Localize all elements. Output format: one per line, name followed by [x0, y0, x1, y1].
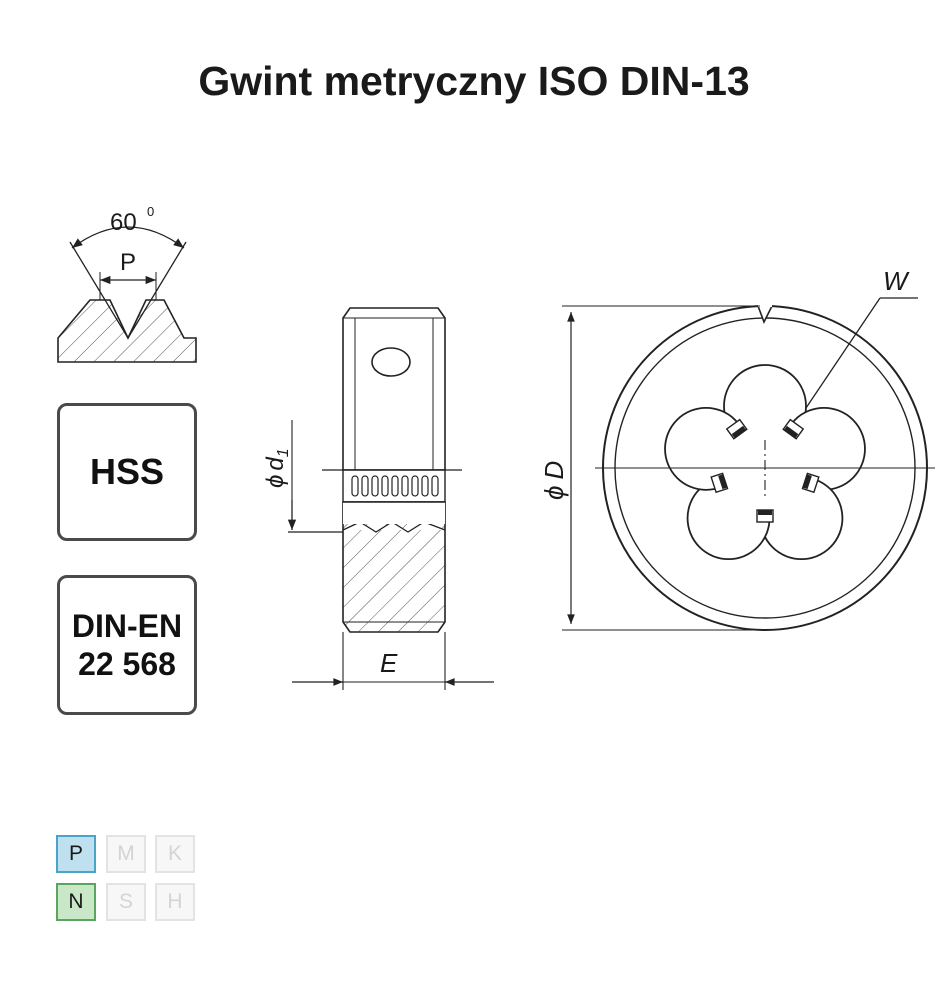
material-badge-label: HSS: [89, 451, 165, 492]
material-badge: HSS: [57, 403, 197, 541]
side-view-diagram: ϕd1 E: [262, 307, 494, 690]
thread-teeth: [351, 475, 439, 497]
pitch-label: P: [120, 249, 136, 276]
material-group-k: K: [155, 835, 195, 873]
standard-badge-line1: DIN-EN: [71, 608, 183, 644]
thread-tooth: [361, 475, 369, 497]
side-hole: [371, 347, 411, 377]
die-slot: [757, 305, 773, 324]
thread-tooth: [401, 475, 409, 497]
flank-line-right: [127, 241, 187, 339]
angle-arc: [71, 226, 185, 249]
material-group-n: N: [56, 883, 96, 921]
cutting-lobes: [664, 364, 866, 561]
cutting-edge: [802, 474, 812, 490]
d-label: ϕD: [539, 461, 569, 500]
w-label: W: [883, 266, 910, 296]
page-title: Gwint metryczny ISO DIN-13: [198, 58, 750, 104]
thread-tooth: [411, 475, 419, 497]
d1-label: ϕd1: [262, 448, 292, 488]
material-group-s: S: [106, 883, 146, 921]
degree-mark: 0: [147, 204, 154, 219]
thread-tooth: [421, 475, 429, 497]
thread-tooth: [351, 475, 359, 497]
thread-tooth: [431, 475, 439, 497]
e-label: E: [380, 648, 398, 678]
angle-label: 60: [110, 209, 137, 236]
cutting-edge: [718, 474, 728, 490]
material-group-p: P: [56, 835, 96, 873]
front-view-diagram: ϕD W: [539, 266, 935, 631]
thread-tooth: [381, 475, 389, 497]
thread-profile-diagram: 60 0 P: [57, 204, 197, 363]
thread-tooth: [371, 475, 379, 497]
material-group-h: H: [155, 883, 195, 921]
cutting-edge: [731, 425, 746, 439]
thread-profile-body: [57, 299, 197, 363]
flank-line-left: [69, 241, 129, 339]
standard-badge: DIN-EN 22 568: [57, 575, 197, 715]
material-group-m: M: [106, 835, 146, 873]
w-leader-line: [805, 297, 881, 409]
standard-badge-line2: 22 568: [78, 646, 176, 682]
side-body-upper: [342, 307, 446, 471]
thread-tooth: [391, 475, 399, 497]
cutting-edge: [758, 510, 772, 515]
cutting-edge: [784, 425, 799, 439]
